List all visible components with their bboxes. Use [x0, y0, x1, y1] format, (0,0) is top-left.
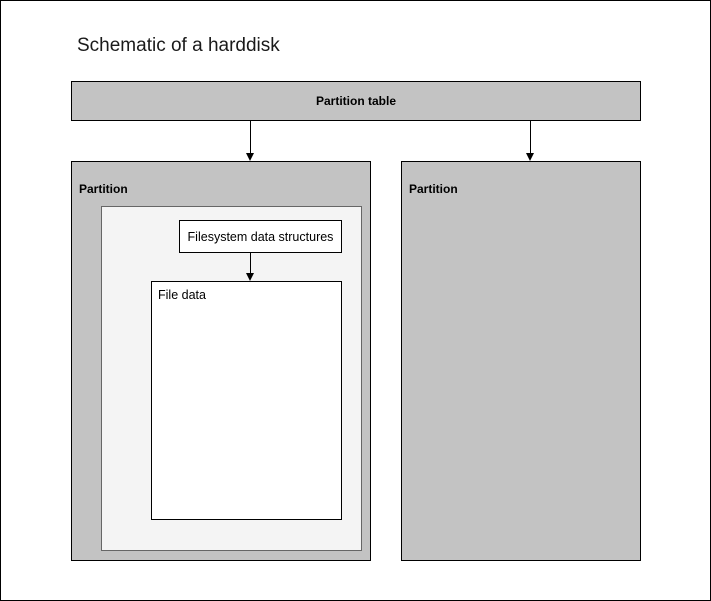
filesystem-data-structures-box[interactable]: Filesystem data structures: [179, 220, 342, 253]
partition-2-label: Partition: [409, 182, 458, 196]
partition-1-label: Partition: [79, 182, 128, 196]
arrow-line: [250, 253, 251, 274]
file-data-box[interactable]: File data: [151, 281, 342, 520]
arrow-head: [246, 153, 254, 161]
arrow-head: [526, 153, 534, 161]
partition-table-label: Partition table: [315, 94, 396, 108]
file-data-label: File data: [158, 288, 206, 302]
page-title: Schematic of a harddisk: [77, 35, 280, 56]
arrow-line: [250, 121, 251, 154]
partition-table-box[interactable]: Partition table: [71, 81, 641, 121]
arrow-line: [530, 121, 531, 154]
filesystem-data-structures-label: Filesystem data structures: [187, 229, 334, 244]
arrow-head: [246, 273, 254, 281]
partition-box-2[interactable]: Partition: [401, 161, 641, 561]
